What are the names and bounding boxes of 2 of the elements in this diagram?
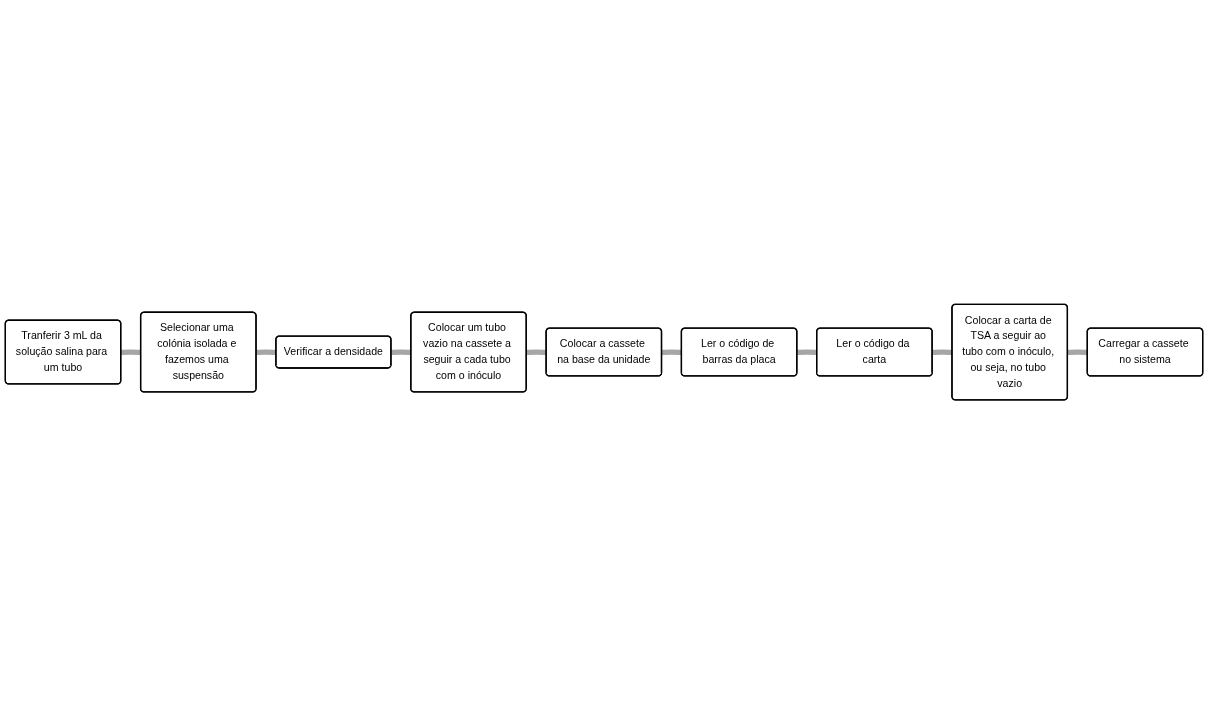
connector	[931, 349, 954, 356]
connector	[255, 349, 278, 356]
